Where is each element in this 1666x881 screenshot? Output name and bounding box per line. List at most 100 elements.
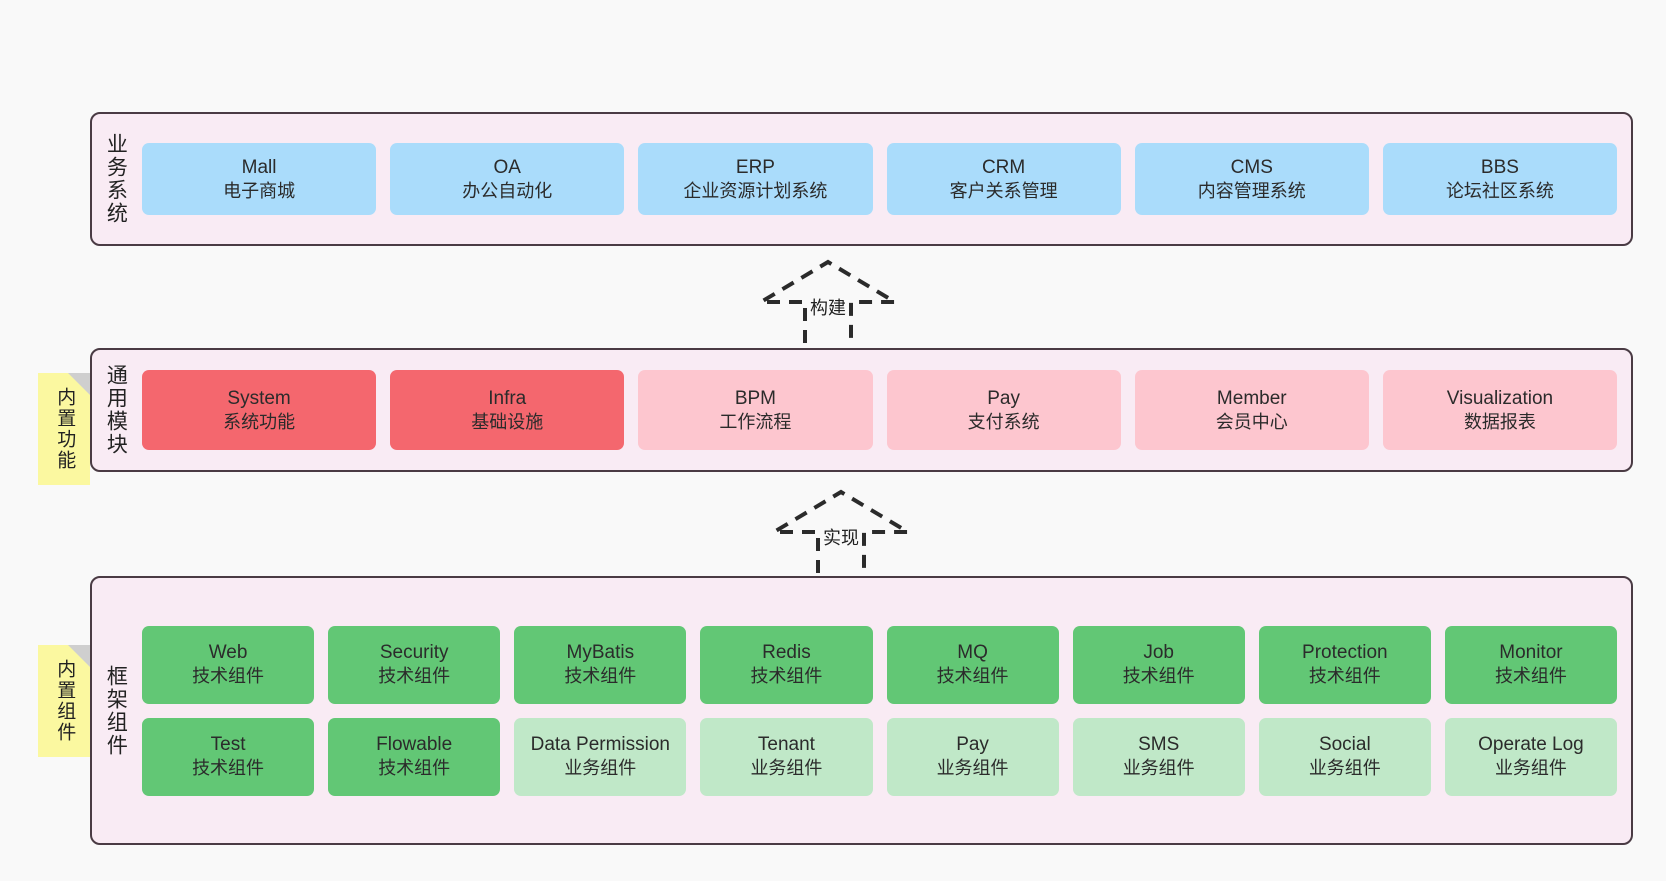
- layer-title-framework-components: 框架组件: [104, 664, 128, 757]
- card-flowable[interactable]: Flowable 技术组件: [328, 717, 501, 796]
- card-title: Protection: [1302, 642, 1388, 664]
- card-subtitle: 办公自动化: [462, 180, 553, 201]
- card-title: OA: [493, 156, 521, 178]
- card-tenant[interactable]: Tenant 业务组件: [700, 717, 873, 796]
- card-title: System: [227, 387, 291, 409]
- card-subtitle: 技术组件: [750, 666, 823, 687]
- card-title: BBS: [1480, 156, 1519, 178]
- layer-body-framework-components: Web 技术组件 Security 技术组件 MyBatis 技术组件 Redi…: [138, 578, 1631, 843]
- card-pay-component[interactable]: Pay 业务组件: [886, 717, 1059, 796]
- arrow-implement-label: 实现: [820, 524, 862, 550]
- card-title: Data Permission: [530, 734, 670, 756]
- layer-common-modules: 通用模块 System 系统功能 Infra 基础设施 BPM 工作流程 Pay…: [90, 348, 1633, 472]
- arrow-build-label: 构建: [807, 294, 849, 320]
- card-sms[interactable]: SMS 业务组件: [1072, 717, 1245, 796]
- note-label: 内置组件: [54, 659, 76, 743]
- card-row: Web 技术组件 Security 技术组件 MyBatis 技术组件 Redi…: [142, 625, 1617, 704]
- card-cms[interactable]: CMS 内容管理系统: [1134, 143, 1369, 215]
- card-subtitle: 论坛社区系统: [1445, 180, 1554, 201]
- card-subtitle: 技术组件: [564, 666, 637, 687]
- card-pay-module[interactable]: Pay 支付系统: [886, 370, 1121, 450]
- card-title: Tenant: [757, 734, 815, 756]
- card-subtitle: 工作流程: [719, 411, 792, 432]
- card-subtitle: 数据报表: [1463, 411, 1536, 432]
- card-title: ERP: [735, 156, 775, 178]
- card-operate-log[interactable]: Operate Log 业务组件: [1444, 717, 1617, 796]
- card-mybatis[interactable]: MyBatis 技术组件: [514, 625, 687, 704]
- card-job[interactable]: Job 技术组件: [1072, 625, 1245, 704]
- card-data-permission[interactable]: Data Permission 业务组件: [514, 717, 687, 796]
- card-title: Flowable: [376, 734, 453, 756]
- card-title: BPM: [734, 387, 777, 409]
- card-title: CMS: [1230, 156, 1273, 178]
- card-subtitle: 技术组件: [192, 666, 265, 687]
- card-title: Security: [379, 642, 449, 664]
- card-bpm[interactable]: BPM 工作流程: [638, 370, 873, 450]
- note-built-in-components: 内置组件: [38, 645, 90, 757]
- card-subtitle: 内容管理系统: [1197, 180, 1306, 201]
- arrow-build: 构建: [753, 258, 903, 344]
- card-subtitle: 业务组件: [750, 758, 823, 779]
- layer-title-business-systems: 业务系统: [104, 133, 128, 225]
- card-subtitle: 基础设施: [471, 411, 544, 432]
- layer-business-systems: 业务系统 Mall 电子商城 OA 办公自动化 ERP 企业资源计划系统 CRM…: [90, 112, 1633, 246]
- layer-body-business-systems: Mall 电子商城 OA 办公自动化 ERP 企业资源计划系统 CRM 客户关系…: [138, 114, 1631, 244]
- card-bbs[interactable]: BBS 论坛社区系统: [1382, 143, 1618, 215]
- card-row: System 系统功能 Infra 基础设施 BPM 工作流程 Pay 支付系统…: [142, 370, 1618, 450]
- card-title: Redis: [762, 642, 811, 664]
- card-title: MyBatis: [566, 642, 635, 664]
- card-row: Test 技术组件 Flowable 技术组件 Data Permission …: [142, 717, 1617, 796]
- note-fold-icon: [68, 373, 90, 395]
- layer-title-common-modules: 通用模块: [104, 364, 128, 456]
- card-title: CRM: [981, 156, 1026, 178]
- card-member[interactable]: Member 会员中心: [1134, 370, 1369, 450]
- card-subtitle: 业务组件: [1494, 758, 1567, 779]
- card-subtitle: 业务组件: [1122, 758, 1195, 779]
- card-protection[interactable]: Protection 技术组件: [1258, 625, 1431, 704]
- card-title: Operate Log: [1478, 734, 1584, 756]
- card-title: Member: [1216, 387, 1287, 409]
- card-mq[interactable]: MQ 技术组件: [886, 625, 1059, 704]
- arrow-implement: 实现: [766, 488, 916, 574]
- note-built-in-functions: 内置功能: [38, 373, 90, 485]
- card-oa[interactable]: OA 办公自动化: [390, 143, 625, 215]
- card-title: Social: [1318, 734, 1371, 756]
- card-subtitle: 企业资源计划系统: [683, 180, 828, 201]
- note-label: 内置功能: [54, 387, 76, 471]
- card-subtitle: 技术组件: [1308, 666, 1381, 687]
- card-title: MQ: [957, 642, 988, 664]
- card-subtitle: 技术组件: [1122, 666, 1195, 687]
- layer-body-common-modules: System 系统功能 Infra 基础设施 BPM 工作流程 Pay 支付系统…: [138, 350, 1631, 470]
- card-crm[interactable]: CRM 客户关系管理: [886, 143, 1121, 215]
- card-visualization[interactable]: Visualization 数据报表: [1382, 370, 1618, 450]
- card-title: Infra: [488, 387, 527, 409]
- card-title: Pay: [987, 387, 1020, 409]
- card-title: Mall: [241, 156, 277, 178]
- card-subtitle: 系统功能: [223, 411, 296, 432]
- card-subtitle: 电子商城: [223, 180, 296, 201]
- note-fold-icon: [68, 645, 90, 667]
- card-infra[interactable]: Infra 基础设施: [390, 370, 625, 450]
- card-security[interactable]: Security 技术组件: [328, 625, 501, 704]
- card-social[interactable]: Social 业务组件: [1258, 717, 1431, 796]
- card-monitor[interactable]: Monitor 技术组件: [1444, 625, 1617, 704]
- card-subtitle: 技术组件: [378, 758, 451, 779]
- card-web[interactable]: Web 技术组件: [142, 625, 315, 704]
- card-redis[interactable]: Redis 技术组件: [700, 625, 873, 704]
- card-subtitle: 技术组件: [936, 666, 1009, 687]
- card-title: Test: [210, 734, 246, 756]
- card-subtitle: 业务组件: [1308, 758, 1381, 779]
- card-erp[interactable]: ERP 企业资源计划系统: [638, 143, 873, 215]
- layer-framework-components: 框架组件 Web 技术组件 Security 技术组件 MyBatis 技术组件…: [90, 576, 1633, 845]
- card-test[interactable]: Test 技术组件: [142, 717, 315, 796]
- card-subtitle: 支付系统: [967, 411, 1040, 432]
- card-system[interactable]: System 系统功能: [142, 370, 377, 450]
- card-row: Mall 电子商城 OA 办公自动化 ERP 企业资源计划系统 CRM 客户关系…: [142, 143, 1618, 215]
- card-title: Job: [1143, 642, 1174, 664]
- card-subtitle: 业务组件: [564, 758, 637, 779]
- card-mall[interactable]: Mall 电子商城: [142, 143, 377, 215]
- card-title: Visualization: [1446, 387, 1554, 409]
- card-subtitle: 业务组件: [936, 758, 1009, 779]
- card-subtitle: 技术组件: [378, 666, 451, 687]
